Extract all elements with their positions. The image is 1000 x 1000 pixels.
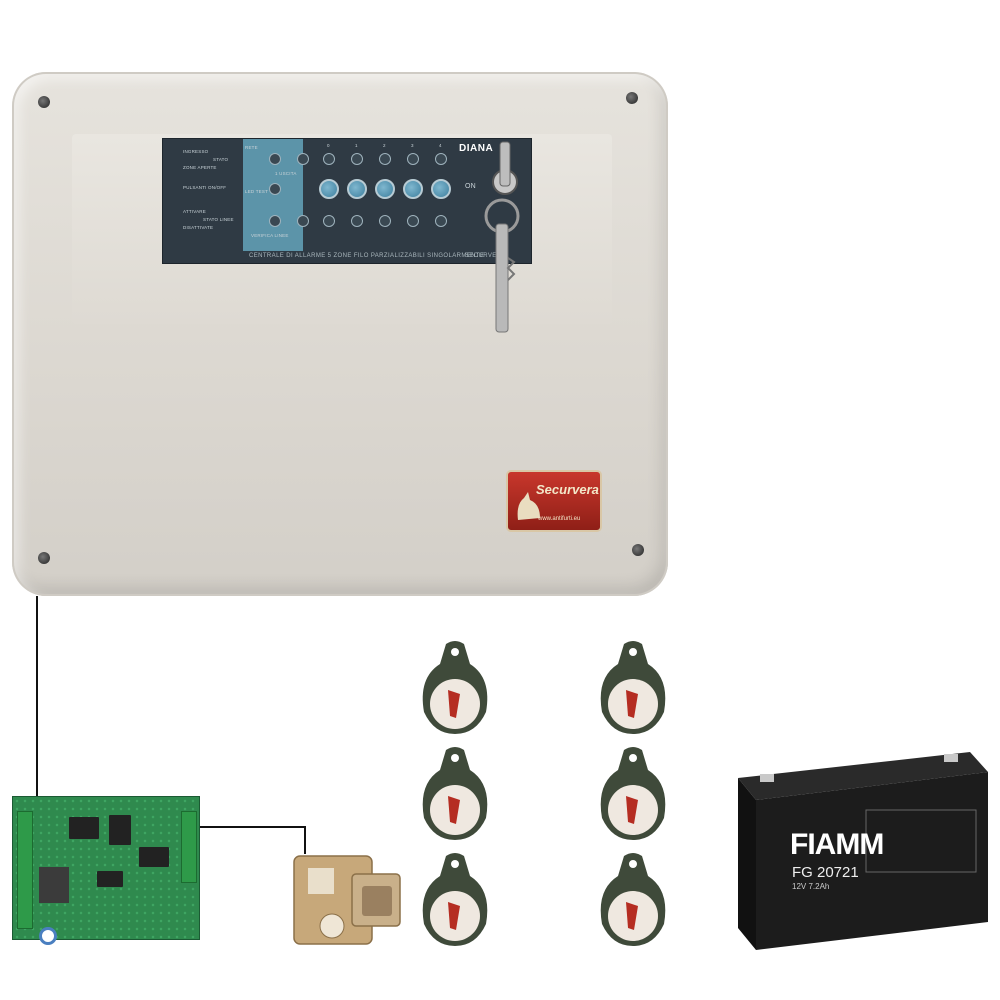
panel-label: STATO — [213, 157, 229, 162]
panel-caption: CENTRALE DI ALLARME 5 ZONE FILO PARZIALI… — [249, 253, 485, 259]
chip — [69, 817, 99, 839]
battery-model: FG 20721 — [792, 864, 859, 881]
panel-label: ATTIVARE — [183, 209, 206, 214]
status-led — [269, 153, 281, 165]
wire — [36, 596, 38, 798]
panel-label: 1 USCITA — [275, 171, 297, 176]
panel-label: VERIFICA LINEE — [251, 233, 289, 238]
panel-caption-brand: SECURVERA — [465, 253, 506, 259]
rfid-tag-icon — [600, 853, 666, 946]
screw-icon — [626, 92, 638, 104]
zone-led — [407, 215, 419, 227]
rfid-tag-icon — [422, 747, 488, 840]
status-led — [269, 183, 281, 195]
zone-number: 0 — [327, 143, 330, 148]
panel-label: LED TEST — [245, 189, 269, 194]
battery-brand: FIAMM — [790, 828, 884, 861]
zone-number: 4 — [439, 143, 442, 148]
zone-button[interactable] — [403, 179, 423, 199]
screw-icon — [632, 544, 644, 556]
zone-led — [379, 153, 391, 165]
chip — [97, 871, 123, 887]
zone-led — [435, 153, 447, 165]
fox-logo-icon — [517, 492, 540, 520]
relay — [39, 867, 69, 903]
front-panel: INGRESSO STATO ZONE APERTE PULSANTI ON/O… — [162, 138, 532, 264]
zone-button[interactable] — [319, 179, 339, 199]
panel-label: ZONE APERTE — [183, 165, 217, 170]
securvera-logo: Securvera www.antifurti.eu — [506, 470, 602, 532]
status-led — [297, 153, 309, 165]
zone-number: 1 — [355, 143, 358, 148]
rfid-tag-icon — [422, 641, 488, 734]
chip — [109, 815, 131, 845]
zone-number: 3 — [411, 143, 414, 148]
battery: FIAMM FG 20721 12V 7.2Ah — [734, 752, 990, 950]
rfid-tag-icon — [600, 747, 666, 840]
zone-led — [323, 215, 335, 227]
rfid-tag-icon — [600, 641, 666, 734]
panel-label: DISATTIVATE — [183, 225, 214, 230]
terminal-block — [17, 811, 33, 929]
zone-led — [435, 215, 447, 227]
zone-led — [323, 153, 335, 165]
zone-led — [407, 153, 419, 165]
wire — [198, 826, 306, 828]
zone-button[interactable] — [431, 179, 451, 199]
ring-connector — [39, 927, 57, 945]
zone-button[interactable] — [375, 179, 395, 199]
key-icon[interactable] — [472, 138, 542, 338]
zone-button[interactable] — [347, 179, 367, 199]
switch-label: ON — [465, 183, 476, 190]
chip — [139, 847, 169, 867]
panel-label: INGRESSO — [183, 149, 209, 154]
zone-led — [379, 215, 391, 227]
circuit-board — [12, 796, 200, 945]
rfid-tag-icon — [422, 853, 488, 946]
zone-led — [351, 153, 363, 165]
status-led — [269, 215, 281, 227]
panel-brand: DIANA — [459, 143, 494, 154]
logo-name: Securvera — [536, 482, 599, 497]
panel-label: STATO LINEE — [203, 217, 234, 222]
screw-icon — [38, 96, 50, 108]
panel-label: PULSANTI ON/OFF — [183, 185, 227, 190]
reader-module — [293, 855, 401, 945]
wire — [304, 826, 306, 854]
zone-number: 2 — [383, 143, 386, 148]
logo-url: www.antifurti.eu — [538, 516, 581, 522]
zone-led — [351, 215, 363, 227]
panel-label: RETE — [245, 145, 258, 150]
battery-rating: 12V 7.2Ah — [792, 882, 830, 891]
battery-body-icon — [738, 752, 988, 950]
terminal-block — [181, 811, 197, 883]
screw-icon — [38, 552, 50, 564]
status-led — [297, 215, 309, 227]
alarm-control-unit: INGRESSO STATO ZONE APERTE PULSANTI ON/O… — [12, 72, 668, 596]
